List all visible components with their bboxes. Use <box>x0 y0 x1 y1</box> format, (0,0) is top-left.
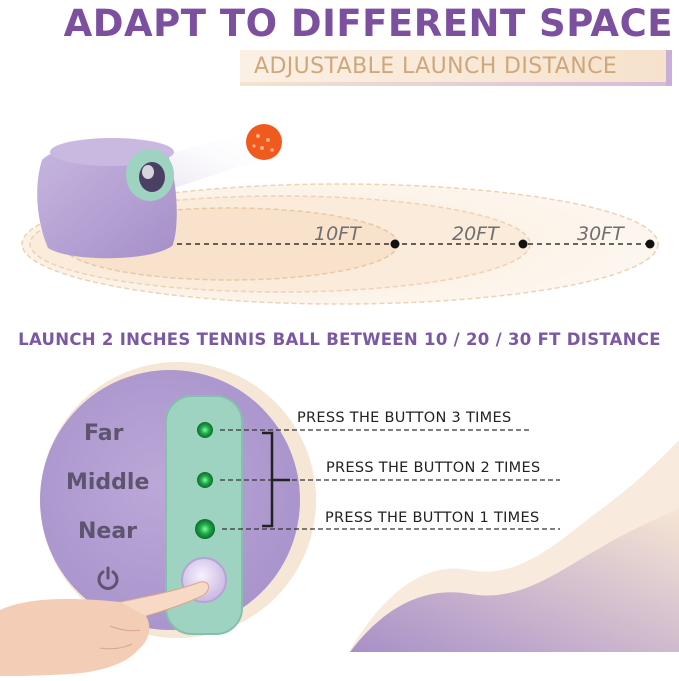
instruction-middle: PRESS THE BUTTON 2 TIMES <box>326 460 541 476</box>
launch-caption: LAUNCH 2 INCHES TENNIS BALL BETWEEN 10 /… <box>18 330 661 349</box>
pointing-hand <box>0 581 209 676</box>
launch-beam <box>150 132 266 190</box>
distance-label-10: 10FT <box>314 223 361 245</box>
distance-marker-10 <box>390 239 400 249</box>
led-near <box>195 519 215 539</box>
power-icon <box>97 566 119 590</box>
led-far <box>197 422 213 438</box>
mode-label-far: Far <box>84 421 124 446</box>
ball-launcher-device <box>37 138 177 259</box>
bracket <box>262 431 290 528</box>
mode-label-middle: Middle <box>66 470 150 495</box>
decor-wave <box>350 508 679 652</box>
led-middle <box>197 472 213 488</box>
control-panel-closeup <box>40 362 316 638</box>
distance-marker-20 <box>518 239 528 249</box>
instruction-near: PRESS THE BUTTON 1 TIMES <box>325 510 540 526</box>
distance-marker-30 <box>645 239 655 249</box>
distance-label-30: 30FT <box>577 223 624 245</box>
mode-label-near: Near <box>78 519 138 544</box>
subtitle-band <box>240 50 672 86</box>
page-subtitle: ADJUSTABLE LAUNCH DISTANCE <box>254 54 618 79</box>
instruction-far: PRESS THE BUTTON 3 TIMES <box>297 410 512 426</box>
orange-ball <box>246 124 282 160</box>
page-title: ADAPT TO DIFFERENT SPACE <box>63 2 673 45</box>
distance-label-20: 20FT <box>452 223 499 245</box>
